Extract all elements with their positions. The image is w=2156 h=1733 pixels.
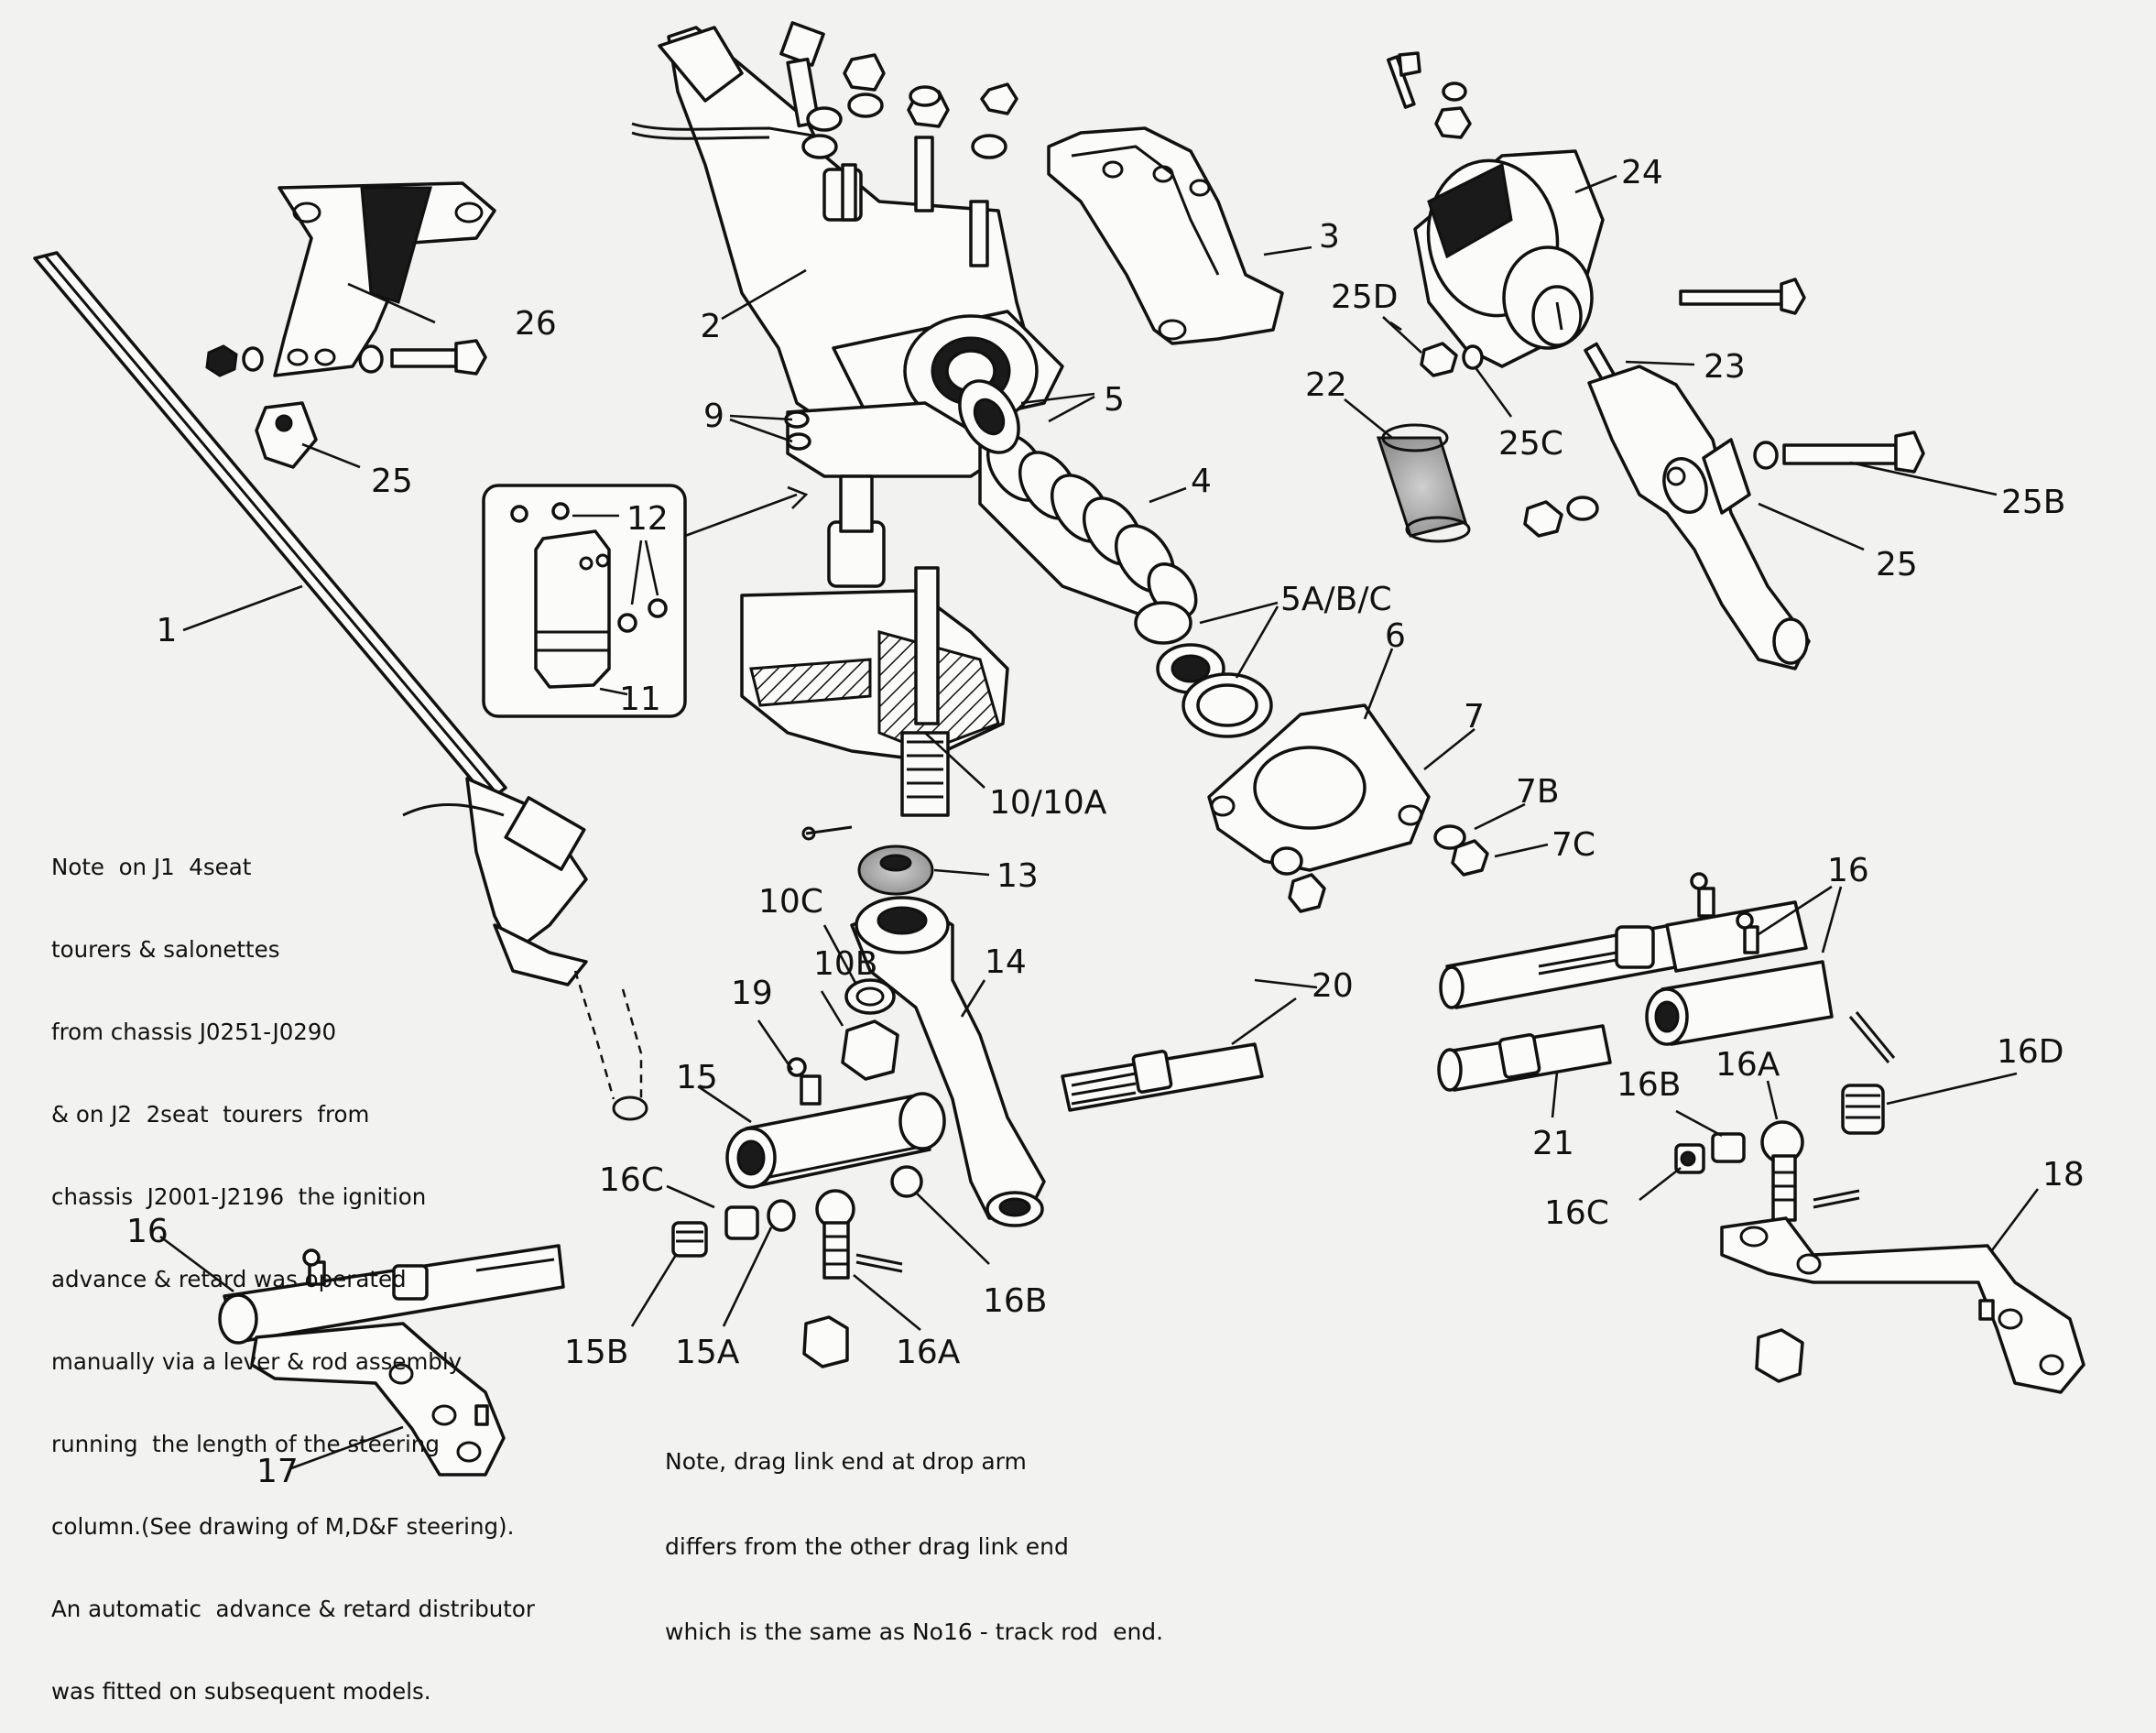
label-1: 1 bbox=[157, 612, 178, 649]
part-16abc-right-fittings bbox=[1674, 1120, 1860, 1222]
label-12: 12 bbox=[626, 500, 669, 538]
part-22-bush bbox=[1376, 423, 1471, 543]
ignition-note-line: running the length of the steering bbox=[51, 1431, 440, 1457]
ignition-note-line: & on J2 2seat tourers from bbox=[51, 1101, 370, 1128]
part-25b-bolt bbox=[1523, 278, 1925, 538]
leader-lines bbox=[159, 174, 2040, 1470]
label-25d: 25D bbox=[1331, 278, 1399, 316]
label-25-left: 25 bbox=[371, 463, 413, 500]
part-13-grommet bbox=[801, 825, 934, 896]
part-14-drop-arm bbox=[850, 896, 1046, 1227]
label-6: 6 bbox=[1385, 617, 1406, 655]
part-25-clamp-right bbox=[1587, 365, 1811, 670]
part-2-fasteners bbox=[779, 21, 1018, 159]
label-17: 17 bbox=[256, 1453, 299, 1490]
part-25-clip-left bbox=[255, 401, 318, 469]
label-25b: 25B bbox=[2001, 484, 2066, 521]
label-16a-right: 16A bbox=[1715, 1046, 1780, 1084]
label-2: 2 bbox=[701, 308, 722, 345]
ignition-note-line: advance & retard was operated bbox=[51, 1266, 407, 1292]
label-9: 9 bbox=[703, 398, 724, 435]
label-23: 23 bbox=[1704, 348, 1746, 386]
label-16c-right: 16C bbox=[1544, 1194, 1609, 1232]
part-16d-plug bbox=[1841, 1011, 1896, 1135]
label-16d: 16D bbox=[1997, 1033, 2064, 1071]
label-5abc: 5A/B/C bbox=[1280, 581, 1392, 618]
part-18-nut bbox=[1755, 1328, 1804, 1383]
label-14: 14 bbox=[985, 943, 1027, 981]
label-21: 21 bbox=[1532, 1125, 1574, 1162]
label-16c-center: 16C bbox=[599, 1161, 664, 1199]
label-4: 4 bbox=[1191, 463, 1212, 500]
part-25d-25c-nut-washer bbox=[1420, 342, 1484, 377]
part-6-end-cover bbox=[1207, 703, 1431, 913]
ignition-note-line: manually via a lever & rod assembly bbox=[51, 1348, 463, 1375]
part-21-rod bbox=[1437, 1024, 1612, 1092]
part-19-grease-nipple bbox=[787, 1057, 822, 1106]
label-15a: 15A bbox=[675, 1334, 740, 1371]
label-11: 11 bbox=[619, 681, 661, 718]
part-5-bearing bbox=[958, 379, 1020, 454]
ignition-note-line: tourers & salonettes bbox=[51, 936, 280, 963]
part-9-shims bbox=[784, 410, 811, 451]
label-13: 13 bbox=[996, 857, 1039, 895]
label-5: 5 bbox=[1104, 381, 1125, 419]
part-3-mounting-bracket bbox=[1047, 126, 1284, 345]
label-15: 15 bbox=[676, 1059, 718, 1096]
label-25-right: 25 bbox=[1876, 546, 1918, 583]
part-1-steering-column bbox=[33, 251, 648, 1121]
label-7c: 7C bbox=[1552, 826, 1595, 864]
part-16-track-rod-end-left bbox=[218, 1244, 565, 1345]
label-7: 7 bbox=[1464, 698, 1485, 736]
label-16-left: 16 bbox=[126, 1213, 169, 1250]
diagram-canvas: 1 2 3 4 5 5A/B/C 6 7 7B 7C 9 10/10A 10B … bbox=[33, 21, 2085, 1490]
part-10-rocker-shaft bbox=[740, 474, 1009, 817]
label-18: 18 bbox=[2042, 1156, 2085, 1193]
part-15-drag-link-body bbox=[725, 1092, 946, 1189]
label-24: 24 bbox=[1621, 154, 1663, 191]
part-20-rod bbox=[1061, 1042, 1264, 1112]
label-16a-center: 16A bbox=[896, 1334, 961, 1371]
ignition-note-line: Note on J1 4seat bbox=[51, 854, 252, 880]
part-10bc-washer-nut bbox=[841, 978, 899, 1081]
label-7b: 7B bbox=[1516, 773, 1560, 811]
part-16-track-rod-end-right bbox=[1439, 872, 1834, 1046]
label-19: 19 bbox=[731, 975, 773, 1012]
ignition-note-line: An automatic advance & retard distributo… bbox=[51, 1596, 535, 1622]
part-24-coupling bbox=[1413, 149, 1605, 368]
part-26-fasteners bbox=[205, 339, 487, 377]
ignition-note-line: was fitted on subsequent models. bbox=[51, 1678, 431, 1705]
part-18-steering-arm-right bbox=[1720, 1216, 2085, 1394]
ignition-note-line: column.(See drawing of M,D&F steering). bbox=[51, 1513, 515, 1540]
part-26-bracket bbox=[273, 181, 496, 377]
label-16b-center: 16B bbox=[983, 1282, 1048, 1320]
draglink-note-line: differs from the other drag link end bbox=[665, 1533, 1069, 1560]
part-4-worm bbox=[978, 429, 1198, 625]
label-22: 22 bbox=[1305, 366, 1347, 404]
part-5abc-bearing-set bbox=[1134, 601, 1273, 738]
part-17-steering-arm bbox=[250, 1322, 506, 1477]
label-26: 26 bbox=[515, 305, 557, 343]
part-7bc-washer-nut bbox=[1433, 824, 1489, 877]
draglink-note-line: which is the same as No16 - track rod en… bbox=[665, 1619, 1164, 1645]
part-24-bolt bbox=[1386, 51, 1472, 139]
ignition-note-line: from chassis J0251-J0290 bbox=[51, 1019, 337, 1045]
label-20: 20 bbox=[1312, 967, 1354, 1005]
label-16b-right: 16B bbox=[1617, 1066, 1682, 1104]
label-25c: 25C bbox=[1498, 425, 1563, 463]
label-16-right: 16 bbox=[1827, 852, 1869, 889]
draglink-note-line: Note, drag link end at drop arm bbox=[665, 1448, 1027, 1475]
label-10-10a: 10/10A bbox=[989, 784, 1107, 822]
label-10c: 10C bbox=[758, 883, 823, 921]
ignition-note-line: chassis J2001-J2196 the ignition bbox=[51, 1183, 427, 1210]
ignition-note: Note on J1 4seat tourers & salonettes fr… bbox=[51, 799, 535, 1733]
draglink-note: Note, drag link end at drop arm differs … bbox=[665, 1390, 1163, 1674]
exploded-diagram: 1 2 3 4 5 5A/B/C 6 7 7B 7C 9 10/10A 10B … bbox=[33, 21, 2085, 1705]
part-15-fittings bbox=[671, 1165, 923, 1368]
label-3: 3 bbox=[1319, 218, 1340, 256]
label-10b: 10B bbox=[813, 945, 878, 983]
inset-box-11-12 bbox=[482, 484, 809, 718]
label-15b: 15B bbox=[564, 1334, 629, 1371]
part-labels: 1 2 3 4 5 5A/B/C 6 7 7B 7C 9 10/10A 10B … bbox=[126, 154, 2085, 1490]
